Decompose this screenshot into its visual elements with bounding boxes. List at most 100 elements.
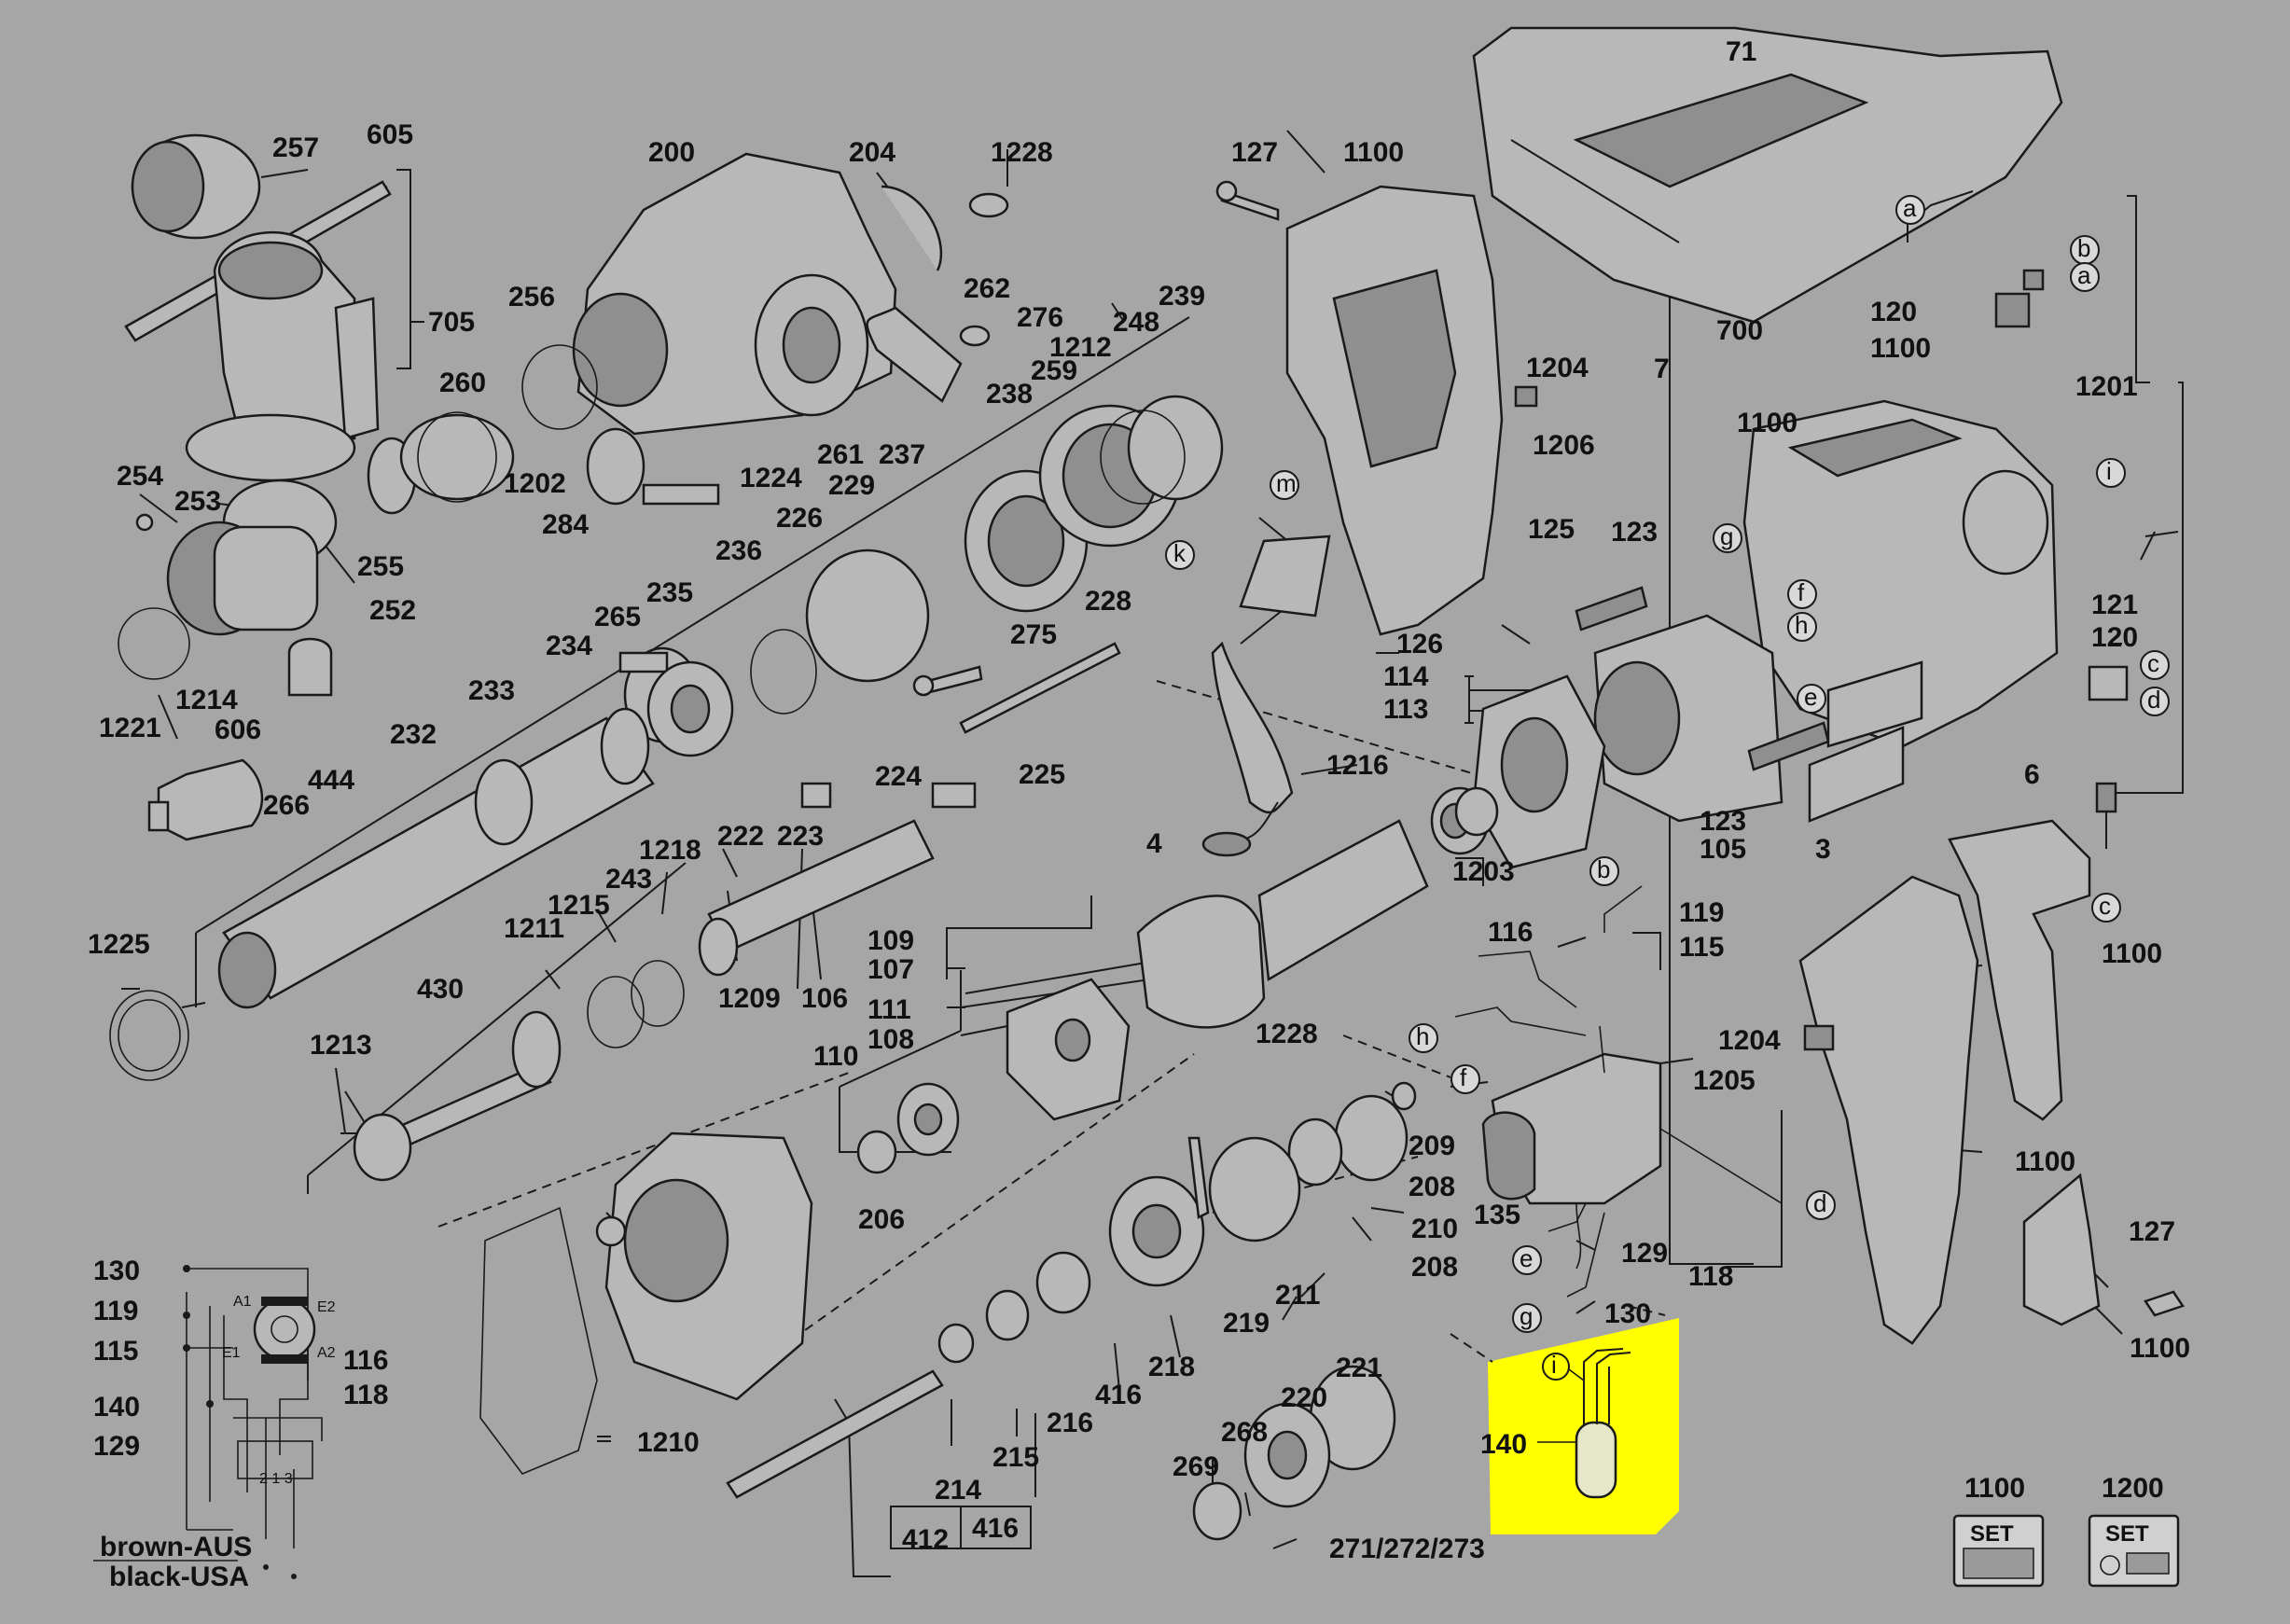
label-222: 222 (717, 821, 764, 852)
label-256: 256 (508, 282, 555, 312)
label-255: 255 (357, 551, 404, 582)
fan-baffle (1472, 674, 1606, 869)
schematic-E1: E1 (222, 1345, 241, 1361)
label-1210: 1210 (637, 1427, 700, 1458)
label-254: 254 (117, 461, 163, 492)
label-1211: 1211 (504, 913, 564, 944)
label-236: 236 (715, 535, 762, 566)
label-107: 107 (867, 954, 914, 985)
label-276: 276 (1017, 302, 1063, 333)
switch-135 (1481, 1052, 1662, 1270)
label-268: 268 (1221, 1417, 1268, 1448)
schematic-E2: E2 (317, 1299, 336, 1315)
set-1100-text: SET (1970, 1521, 2014, 1547)
cable-1216 (1201, 534, 1331, 857)
schematic-label-116: 116 (343, 1345, 388, 1376)
label-238: 238 (986, 379, 1033, 409)
label-1228-top: 1228 (991, 137, 1053, 168)
label-1216: 1216 (1326, 750, 1389, 781)
label-239: 239 (1159, 281, 1205, 312)
schematic-label-118: 118 (343, 1380, 388, 1410)
gasket-1210 (479, 1206, 598, 1475)
label-1202: 1202 (504, 468, 566, 499)
label-1100-cover: 1100 (1870, 333, 1931, 364)
label-206: 206 (858, 1204, 905, 1235)
letter-d-switch: d (1813, 1189, 1826, 1217)
case-700 (1472, 26, 2063, 324)
letter-g: g (1720, 522, 1733, 550)
label-140: 140 (1480, 1429, 1527, 1460)
callout-circles (1165, 195, 2170, 1333)
letter-i-capacitor: i (1551, 1351, 1557, 1379)
label-125: 125 (1528, 514, 1575, 545)
letter-m: m (1276, 469, 1297, 497)
label-3: 3 (1815, 834, 1831, 865)
label-set-1100: 1100 (1964, 1473, 2025, 1504)
label-71: 71 (1726, 36, 1756, 67)
schematic-black-usa: black-USA (109, 1562, 249, 1592)
label-208-lower: 208 (1411, 1252, 1458, 1283)
letter-f-switch: f (1460, 1063, 1467, 1091)
letter-c-mid: c (2147, 649, 2159, 677)
label-6: 6 (2024, 759, 2040, 790)
label-1201: 1201 (2075, 371, 2138, 402)
piston-assembly (698, 782, 977, 977)
label-220: 220 (1281, 1382, 1327, 1413)
capacitor-140 (1537, 1348, 1631, 1499)
label-223: 223 (777, 821, 824, 852)
label-1100-motor: 1100 (1737, 408, 1797, 438)
stator-105 (1593, 614, 1783, 823)
bit-holder-assembly (118, 413, 515, 697)
label-1224: 1224 (740, 463, 802, 493)
wiring-schematic (93, 1265, 323, 1579)
label-135: 135 (1474, 1200, 1520, 1230)
letter-f: f (1797, 578, 1805, 606)
label-4: 4 (1146, 828, 1162, 859)
label-110: 110 (813, 1041, 858, 1072)
label-216: 216 (1047, 1408, 1093, 1438)
label-113: 113 (1383, 694, 1428, 725)
label-416-box: 416 (972, 1513, 1019, 1544)
striker-430 (353, 960, 685, 1182)
label-218: 218 (1148, 1352, 1195, 1382)
label-412: 412 (902, 1524, 949, 1555)
label-114: 114 (1383, 661, 1429, 692)
label-237: 237 (879, 439, 925, 470)
spindle-232 (217, 707, 655, 1009)
side-handle (185, 231, 380, 482)
connector-120 (1907, 190, 2129, 849)
label-set-1200: 1200 (2102, 1473, 2164, 1504)
label-123-bottom: 123 (1700, 806, 1746, 837)
schematic-A2: A2 (317, 1345, 336, 1361)
schematic-label-140: 140 (93, 1392, 140, 1423)
label-105: 105 (1700, 834, 1746, 865)
label-228: 228 (1085, 586, 1131, 617)
label-243: 243 (605, 864, 652, 895)
label-1213: 1213 (310, 1030, 372, 1061)
letter-d-mid: d (2147, 686, 2160, 714)
label-1209: 1209 (718, 983, 781, 1014)
label-259: 259 (1031, 355, 1077, 386)
label-200: 200 (648, 137, 695, 168)
gear-set (726, 1136, 1396, 1541)
letter-b-switch: b (1597, 855, 1610, 883)
label-275: 275 (1010, 619, 1057, 650)
label-444: 444 (308, 765, 354, 796)
label-226: 226 (776, 503, 823, 534)
bearings (856, 1081, 1417, 1187)
label-1204-handle: 1204 (1718, 1025, 1781, 1056)
schematic-213: 2 1 3 (259, 1471, 293, 1487)
label-109: 109 (867, 925, 914, 956)
label-121: 121 (2091, 590, 2138, 620)
seal-1225 (109, 990, 189, 1081)
label-1100-cap: 1100 (2130, 1333, 2190, 1364)
selector-switch (866, 185, 1009, 403)
intermediate-flange-206 (595, 1131, 813, 1401)
label-261: 261 (817, 439, 864, 470)
label-7: 7 (1654, 354, 1670, 384)
letter-k: k (1173, 539, 1187, 567)
letter-g-switch: g (1520, 1302, 1533, 1330)
screw-275 (912, 665, 983, 697)
label-416-upper: 416 (1095, 1380, 1142, 1410)
armature (1136, 786, 1499, 1029)
